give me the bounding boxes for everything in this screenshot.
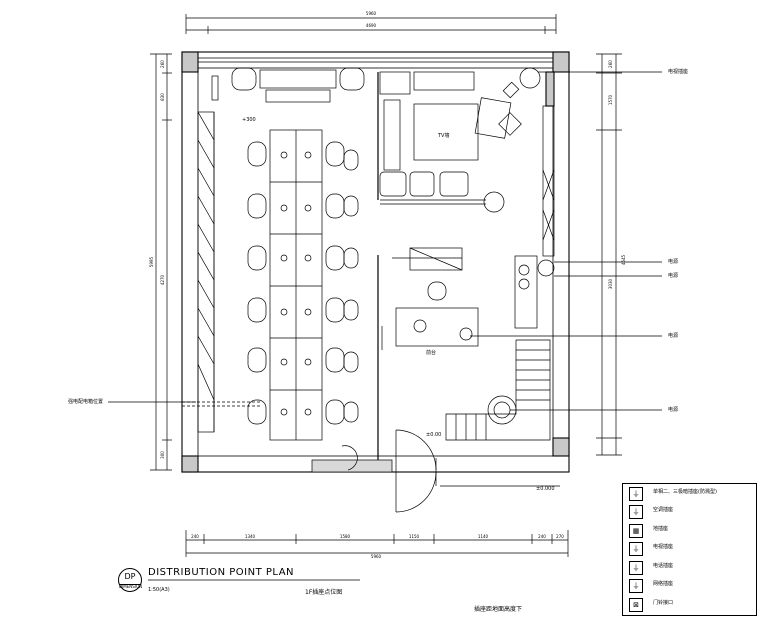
- svg-text:270: 270: [556, 534, 564, 539]
- bottom-dimension-lines: [185, 530, 569, 557]
- callout-left: 强电配电箱位置: [68, 399, 104, 405]
- legend-row: ⏚ 空调插座: [623, 502, 756, 520]
- phone-socket-icon: ⏚: [629, 561, 643, 575]
- staircase: [445, 339, 551, 441]
- legend-label: 电话插座: [653, 563, 674, 569]
- svg-text:5995: 5995: [149, 256, 154, 267]
- network-socket-icon: ⏚: [629, 579, 643, 593]
- legend-row: ▦ 地插座: [623, 521, 756, 539]
- svg-text:1140: 1140: [478, 534, 489, 539]
- legend-row: ⏚ 电视插座: [623, 539, 756, 557]
- svg-text:4690: 4690: [366, 23, 377, 28]
- outer-walls: [181, 51, 570, 473]
- legend-row: ⏚ 网络插座: [623, 576, 756, 594]
- reception-desk: [381, 247, 479, 350]
- drawing-badge: DP DIMENSION: [118, 568, 142, 592]
- lounge-sofa: [211, 67, 365, 103]
- doorbell-icon: ⊠: [629, 598, 643, 612]
- svg-text:240: 240: [191, 534, 199, 539]
- left-shelving: [182, 111, 262, 433]
- legend-label: 单相二、三极暗插座(防溅型): [653, 489, 717, 495]
- callout-right-3: 电源: [668, 273, 679, 279]
- workstation-desks: [247, 129, 359, 441]
- callout-leaders: [108, 71, 662, 487]
- svg-text:5960: 5960: [366, 11, 377, 16]
- drawing-title: DISTRIBUTION POINT PLAN: [148, 567, 295, 578]
- entrance-door: [311, 429, 560, 513]
- svg-text:3030: 3030: [608, 278, 613, 289]
- svg-text:前台: 前台: [426, 349, 436, 356]
- badge-code: DP: [124, 572, 136, 581]
- tv-socket-icon: ⏚: [629, 542, 643, 556]
- badge-sub: DIMENSION: [119, 584, 143, 589]
- legend-row: ⏚ 单相二、三极暗插座(防溅型): [623, 484, 756, 502]
- legend-box: ⏚ 单相二、三极暗插座(防溅型) ⏚ 空调插座 ▦ 地插座 ⏚ 电视插座 ⏚ 电…: [622, 483, 757, 616]
- svg-text:1580: 1580: [340, 534, 351, 539]
- svg-text:300: 300: [160, 451, 165, 459]
- callout-right-2: 电源: [668, 259, 679, 265]
- legend-row: ⊠ 门铃接口: [623, 595, 756, 613]
- svg-text:TV墙: TV墙: [437, 132, 449, 139]
- svg-text:+300: +300: [242, 117, 256, 123]
- svg-text:±0.000: ±0.000: [536, 486, 555, 492]
- floor-socket-icon: ▦: [629, 524, 643, 538]
- legend-label: 空调插座: [653, 507, 674, 513]
- callout-right-5: 电源: [668, 407, 679, 413]
- svg-text:260: 260: [608, 60, 613, 68]
- desk-sockets: [280, 151, 312, 416]
- room-labels: TV墙 前台 +300 ±0.000 ±0.00: [242, 117, 555, 492]
- svg-text:4270: 4270: [160, 274, 165, 285]
- legend-label: 门铃接口: [653, 600, 674, 606]
- callout-right-1: 电视插座: [668, 69, 689, 75]
- top-window: [198, 57, 553, 63]
- legend-row: ⏚ 电话插座: [623, 558, 756, 576]
- callout-right-4: 电源: [668, 333, 679, 339]
- legend-label: 网络插座: [653, 581, 674, 587]
- svg-text:1340: 1340: [245, 534, 256, 539]
- drawing-scale: 1:50(A3): [148, 587, 170, 593]
- socket-icon: ⏚: [629, 487, 643, 501]
- ac-socket-icon: ⏚: [629, 505, 643, 519]
- svg-text:1570: 1570: [608, 94, 613, 105]
- right-dimension-lines: [596, 53, 622, 456]
- drawing-note: 插座距地面高度下: [474, 606, 523, 613]
- svg-text:260: 260: [160, 60, 165, 68]
- legend-label: 电视插座: [653, 544, 674, 550]
- svg-text:1150: 1150: [409, 534, 420, 539]
- svg-text:5960: 5960: [371, 554, 382, 559]
- tv-lounge: [379, 67, 541, 213]
- left-dimension-lines: [150, 53, 172, 471]
- svg-text:±0.00: ±0.00: [426, 432, 441, 438]
- svg-text:4545: 4545: [621, 254, 626, 265]
- svg-text:830: 830: [160, 93, 165, 101]
- right-cabinets: [514, 105, 555, 329]
- top-dimension-lines: [185, 14, 557, 34]
- svg-text:240: 240: [538, 534, 546, 539]
- legend-label: 地插座: [653, 526, 669, 532]
- dimension-labels: 5960 4690 5960 240 1340 1580 1150 1140 2…: [149, 11, 626, 559]
- drawing-caption: 1F插座点位图: [305, 589, 343, 596]
